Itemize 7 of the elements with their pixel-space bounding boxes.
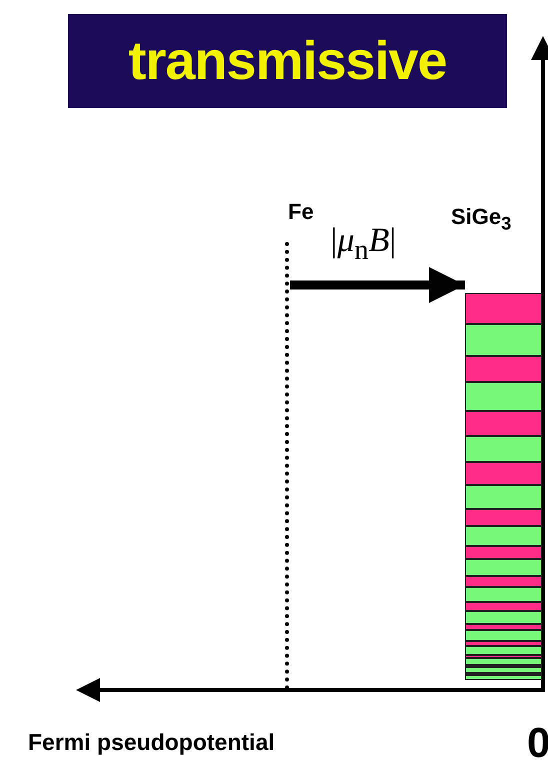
title-text: transmissive [128,34,447,88]
title-box [68,14,507,108]
arrow [290,267,465,303]
element-label: Fe [288,200,314,224]
element-label: SiGe$_{3}$ [451,205,512,234]
edge-label: |μ$_{n}$B| [330,222,396,266]
axis-label: Fermi pseudopotential [28,731,275,754]
